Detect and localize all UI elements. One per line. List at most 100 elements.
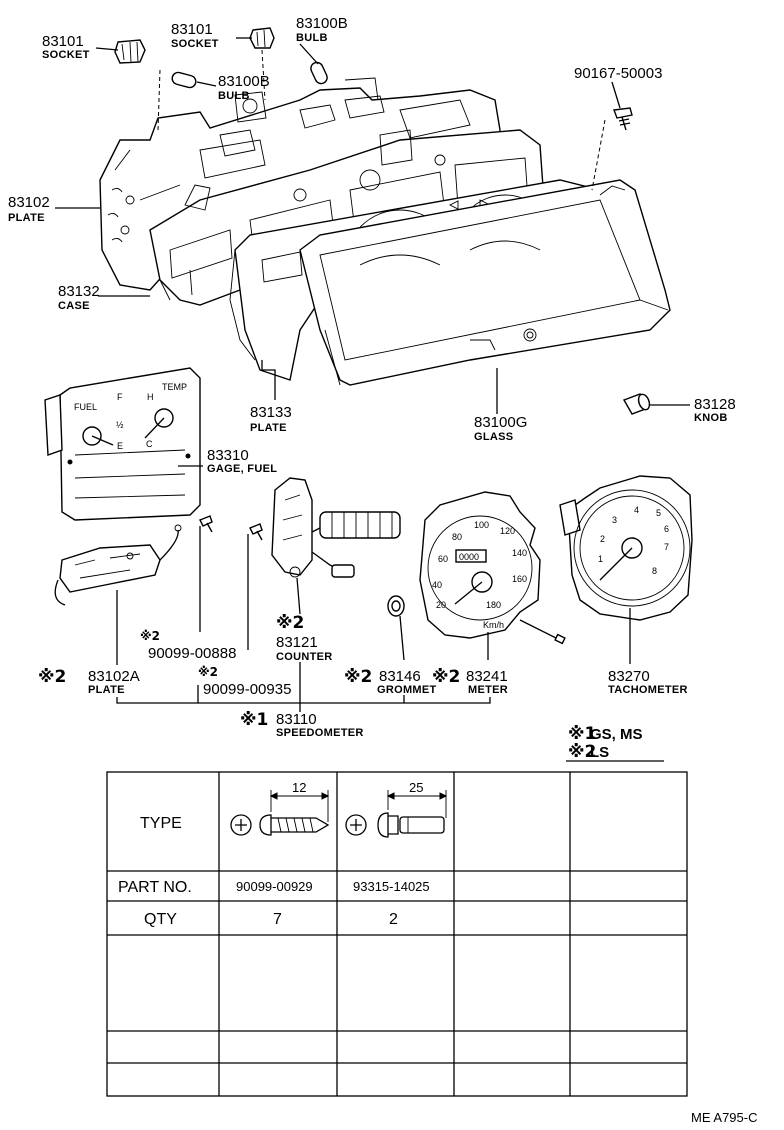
label-case-name: CASE <box>58 300 90 312</box>
label-screw-888-number: 90099-00888 <box>148 645 236 662</box>
label-plate-83102a-name: PLATE <box>88 684 125 696</box>
leader-lines <box>55 37 690 712</box>
label-knob-number: 83128 <box>694 396 736 413</box>
applicability-notes: ※1 GS, MS ※2 LS <box>566 724 664 762</box>
note-1-text: GS, MS <box>590 726 643 743</box>
label-screw-935-mark: ※2 <box>198 665 218 679</box>
figure-code: ME A795-C <box>691 1110 757 1125</box>
label-tachometer-name: TACHOMETER <box>608 684 688 696</box>
fuel-gauge-half-label: ½ <box>116 420 124 430</box>
table-part-no-2: 93315-14025 <box>353 879 430 894</box>
label-plate-83102-name: PLATE <box>8 212 45 224</box>
label-speedometer-mark: ※1 <box>240 710 268 730</box>
speedometer-meter-drawing: 0000 Km/h 20 40 60 80 100 120 140 160 18… <box>419 491 566 645</box>
table-part-no-1: 90099-00929 <box>236 879 313 894</box>
speed-mark: 120 <box>500 526 515 536</box>
label-tachometer-number: 83270 <box>608 668 650 685</box>
tach-mark: 8 <box>652 566 657 576</box>
bulb-left-drawing <box>171 71 197 89</box>
tach-mark: 3 <box>612 515 617 525</box>
speed-mark: 40 <box>432 580 442 590</box>
note-1-mark: ※1 <box>568 724 596 744</box>
speed-mark: 60 <box>438 554 448 564</box>
label-screw-888-mark: ※2 <box>140 629 160 643</box>
label-meter-name: METER <box>468 684 508 696</box>
label-socket-mid-name: SOCKET <box>171 38 219 50</box>
note-2-mark: ※2 <box>568 742 596 762</box>
tach-scale-marks: 1 2 3 4 5 6 7 8 <box>598 505 669 576</box>
label-grommet-number: 83146 <box>379 668 421 685</box>
tach-mark: 1 <box>598 554 603 564</box>
label-glass-number: 83100G <box>474 414 527 431</box>
fastener-table: TYPE PART NO. QTY 12 25 9 <box>106 771 688 1097</box>
label-glass-name: GLASS <box>474 431 513 443</box>
table-screw-12-drawing: 12 <box>230 780 330 836</box>
tach-mark: 7 <box>664 542 669 552</box>
table-qty-2: 2 <box>389 911 398 928</box>
label-socket-left-name: SOCKET <box>42 49 90 61</box>
label-knob-name: KNOB <box>694 412 728 424</box>
speed-mark: 20 <box>436 600 446 610</box>
meter-kmh-label: Km/h <box>483 620 504 630</box>
label-counter-number: 83121 <box>276 634 318 651</box>
circuit-plate-drawing <box>54 524 182 606</box>
socket-mid-drawing <box>249 27 275 49</box>
label-bulb-top-name: BULB <box>296 32 328 44</box>
table-clip-25-drawing: 25 <box>345 780 448 838</box>
fuel-gauge-fuel-label: FUEL <box>74 402 97 412</box>
screw-888-drawing <box>199 515 213 533</box>
table-row-label-part-no: PART NO. <box>118 879 192 896</box>
label-meter-mark: ※2 <box>432 667 460 687</box>
label-socket-mid-number: 83101 <box>171 21 213 38</box>
temp-gauge-temp-label: TEMP <box>162 382 187 392</box>
label-gage-fuel-number: 83310 <box>207 447 249 464</box>
label-screw-935-number: 90099-00935 <box>203 681 291 698</box>
grommet-drawing <box>387 595 405 617</box>
glass-drawing <box>299 179 671 386</box>
table-qty-1: 7 <box>273 911 282 928</box>
label-socket-left-number: 83101 <box>42 33 84 50</box>
label-plate-83102a-mark: ※2 <box>38 667 66 687</box>
counter-drawing <box>271 477 401 578</box>
label-grommet-name: GROMMET <box>377 684 437 696</box>
label-grommet-mark: ※2 <box>344 667 372 687</box>
label-bulb-left-name: BULB <box>218 90 250 102</box>
fuel-gauge-drawing: FUEL F ½ E TEMP H C <box>44 367 201 521</box>
label-counter-name: COUNTER <box>276 651 333 663</box>
tach-mark: 5 <box>656 508 661 518</box>
meter-scale-marks: 20 40 60 80 100 120 140 160 180 <box>432 520 527 610</box>
label-bulb-top-number: 83100B <box>296 15 348 32</box>
tach-mark: 6 <box>664 524 669 534</box>
speed-mark: 80 <box>452 532 462 542</box>
screw-935-drawing <box>249 523 263 541</box>
label-plate-83102-number: 83102 <box>8 194 50 211</box>
tach-mark: 4 <box>634 505 639 515</box>
cluster-assembly <box>99 49 671 386</box>
label-plate-83102a-number: 83102A <box>88 668 140 685</box>
note-2-text: LS <box>590 744 609 761</box>
label-plate-83133-name: PLATE <box>250 422 287 434</box>
label-speedometer-name: SPEEDOMETER <box>276 727 364 739</box>
fuel-gauge-e-label: E <box>117 441 123 451</box>
tach-mark: 2 <box>600 534 605 544</box>
label-plate-83133-number: 83133 <box>250 404 292 421</box>
knob-drawing <box>622 393 651 415</box>
label-counter-mark: ※2 <box>276 613 304 633</box>
label-speedometer-number: 83110 <box>276 711 317 728</box>
meter-odometer-label: 0000 <box>459 552 479 562</box>
table-row-label-qty: QTY <box>144 911 177 928</box>
speed-mark: 160 <box>512 574 527 584</box>
screw-top-drawing <box>613 107 633 131</box>
temp-gauge-h-label: H <box>147 392 154 402</box>
speed-mark: 180 <box>486 600 501 610</box>
table-dimension-25: 25 <box>409 780 423 795</box>
label-case-number: 83132 <box>58 283 100 300</box>
fuel-gauge-f-label: F <box>117 392 123 402</box>
table-dimension-12: 12 <box>292 780 306 795</box>
temp-gauge-c-label: C <box>146 439 153 449</box>
label-gage-fuel-name: GAGE, FUEL <box>207 463 277 475</box>
bulb-top-drawing <box>310 61 328 85</box>
socket-left-drawing <box>114 39 146 64</box>
tachometer-drawing: 1 2 3 4 5 6 7 8 <box>559 475 693 621</box>
